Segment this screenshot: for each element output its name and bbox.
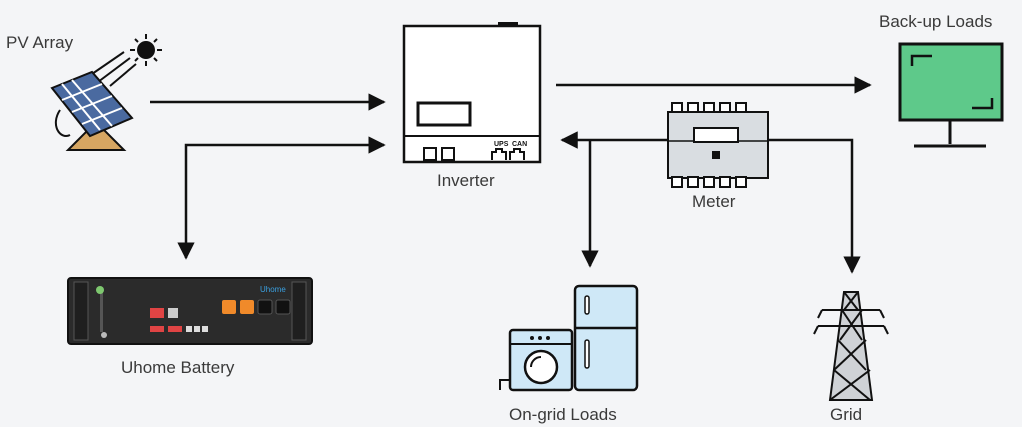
meter-label: Meter: [692, 192, 736, 211]
arrow-inverter-battery: [177, 136, 386, 260]
inverter-ups-label: UPS: [494, 141, 509, 148]
grid-label: Grid: [830, 405, 863, 424]
inverter-label: Inverter: [437, 171, 495, 190]
inverter-can-label: CAN: [512, 141, 527, 148]
backup-monitor-icon: [898, 42, 1004, 148]
solar-panel-icon: [50, 70, 134, 151]
pv-array-label: PV Array: [6, 33, 74, 52]
battery-icon: Uhome: [67, 277, 313, 345]
arrow-meter-to-grid: [768, 138, 861, 274]
battery-label: Uhome Battery: [121, 358, 235, 377]
inverter-icon: UPS CAN: [402, 22, 542, 164]
battery-brand-label: Uhome: [260, 285, 286, 294]
backup-loads-label: Back-up Loads: [879, 12, 993, 31]
meter-icon: [667, 102, 769, 188]
connection-lines: [150, 76, 872, 274]
ongrid-loads-label: On-grid Loads: [509, 405, 617, 424]
washing-machine-icon: [499, 328, 574, 392]
power-tower-icon: [813, 291, 889, 401]
sun-icon: [91, 34, 162, 87]
refrigerator-icon: [573, 284, 639, 392]
